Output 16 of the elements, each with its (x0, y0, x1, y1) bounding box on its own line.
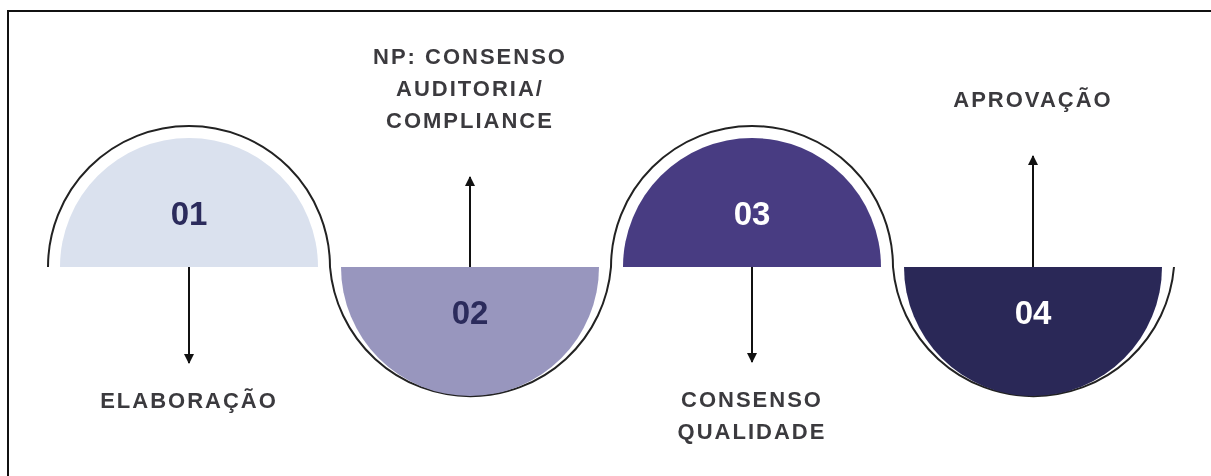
arrow (184, 266, 194, 364)
arrow (1028, 155, 1038, 268)
half-circle-step (60, 138, 318, 267)
half-circle-step (623, 138, 881, 267)
step-label: CONSENSO QUALIDADE (676, 386, 828, 446)
step-label: NP: CONSENSO AUDITORIA/ COMPLIANCE (372, 43, 568, 135)
step-number: 03 (732, 196, 772, 232)
step-label: ELABORAÇÃO (99, 387, 279, 415)
arrow (465, 176, 475, 268)
half-circle-step (341, 267, 599, 396)
step-label: APROVAÇÃO (952, 86, 1114, 114)
step-number: 01 (169, 196, 209, 232)
arrow (747, 266, 757, 363)
step-number: 04 (1013, 295, 1053, 331)
half-circle-step (904, 267, 1162, 396)
step-number: 02 (450, 295, 490, 331)
